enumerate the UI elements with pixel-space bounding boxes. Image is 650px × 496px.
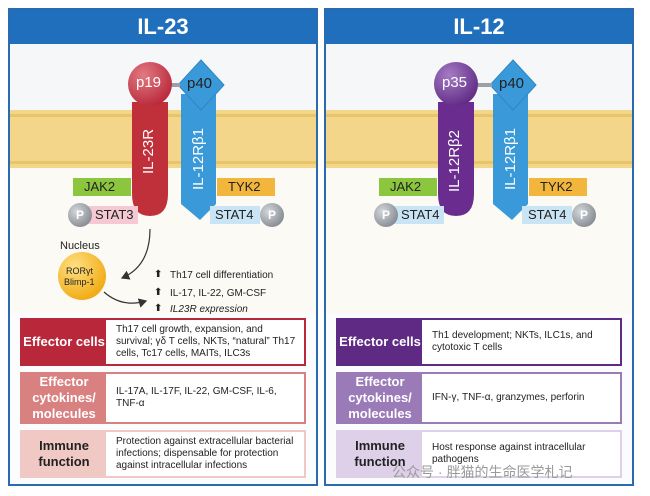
effector-cytokines-row: Effector cytokines/ molecules IFN-γ, TNF…	[336, 372, 622, 424]
tyk2-label: TYK2	[228, 179, 261, 194]
p19-label: p19	[136, 74, 162, 91]
up-arrow-1: ⬆	[154, 269, 163, 280]
stat4-left-box	[394, 206, 444, 224]
row-text: Host response against intracellular path…	[432, 432, 614, 476]
phospho-right	[260, 203, 284, 227]
row-text-content: Th1 development; NKTs, ILC1s, and cytoto…	[432, 330, 593, 353]
jak2-label: JAK2	[84, 179, 116, 194]
up-arrow-3: ⬆	[154, 303, 163, 314]
tyk2-box	[217, 178, 275, 196]
watermark: 公众号 · 胖猫的生命医学札记	[392, 464, 573, 480]
jak2-box	[73, 178, 131, 196]
p40-label: p40	[187, 75, 213, 92]
il12rb1-label: IL-12Rβ1	[502, 128, 519, 190]
immune-function-row: Immune function Protection against extra…	[20, 430, 306, 478]
jak2-box	[379, 178, 437, 196]
immune-function-row: Immune function Host response against in…	[336, 430, 622, 478]
p35-subunit	[434, 62, 478, 106]
il12rb1-chain	[493, 94, 528, 220]
stat4-right-label: STAT4	[528, 207, 567, 222]
row-label: Effector cytokines/ molecules	[22, 374, 106, 422]
jak2-label: JAK2	[390, 179, 422, 194]
p19-subunit	[128, 62, 172, 106]
phospho-left	[374, 203, 398, 227]
nucleus-label: Nucleus	[60, 240, 100, 252]
outcome-3: IL23R expression	[170, 304, 248, 315]
phospho-left-label: P	[76, 208, 85, 222]
row-text: IL-17A, IL-17F, IL-22, GM-CSF, IL-6, TNF…	[116, 374, 298, 422]
il23-panel: IL-23	[8, 8, 318, 486]
cell-membrane	[326, 110, 632, 168]
row-text: IFN-γ, TNF-α, granzymes, perforin	[432, 374, 614, 422]
row-label: Effector cytokines/ molecules	[338, 374, 422, 422]
stat3-box	[88, 206, 138, 224]
row-label: Effector cells	[22, 320, 106, 364]
effector-cells-row: Effector cells Th17 cell growth, expansi…	[20, 318, 306, 366]
effector-cytokines-row: Effector cytokines/ molecules IL-17A, IL…	[20, 372, 306, 424]
il23-receptor-diagram	[10, 44, 316, 314]
tyk2-box	[529, 178, 587, 196]
row-text-content: Protection against extracellular bacteri…	[116, 436, 294, 471]
il12rb2-label: IL-12Rβ2	[446, 130, 463, 192]
tyk2-label: TYK2	[540, 179, 573, 194]
phospho-left	[68, 203, 92, 227]
il23r-label: IL-23R	[140, 128, 157, 174]
row-text: Protection against extracellular bacteri…	[116, 432, 298, 476]
phospho-right-label: P	[580, 208, 589, 222]
il12rb1-chain	[181, 94, 216, 220]
stat4-box	[210, 206, 260, 224]
il23-scene: p19 p40 IL-23R IL-12Rβ1 JAK2 TYK2 STAT3 …	[10, 44, 316, 315]
arrow-to-outcomes	[103, 291, 148, 308]
nucleus-tf-sphere	[58, 252, 106, 300]
extracellular-space	[326, 44, 632, 110]
il12-panel-title: IL-12	[326, 10, 632, 44]
phospho-right-label: P	[268, 208, 277, 222]
row-text: Th1 development; NKTs, ILC1s, and cytoto…	[432, 320, 614, 364]
outcome-2: IL-17, IL-22, GM-CSF	[170, 288, 267, 299]
phospho-right	[572, 203, 596, 227]
up-arrow-2: ⬆	[154, 287, 163, 298]
il23r-chain	[132, 102, 168, 216]
il23-panel-title: IL-23	[10, 10, 316, 44]
il12-panel: IL-12 p35 p40 IL-12Rβ2 IL-1	[324, 8, 634, 486]
stat4-right-box	[522, 206, 572, 224]
p40-subunit	[177, 59, 225, 111]
tf-rorgt: RORγt	[66, 266, 93, 276]
arrow-to-nucleus	[120, 228, 151, 280]
row-text: Th17 cell growth, expansion, and surviva…	[116, 320, 298, 364]
p40-label: p40	[499, 75, 525, 92]
row-text-content: Host response against intracellular path…	[432, 442, 586, 465]
outcome-1: Th17 cell differentiation	[170, 270, 274, 281]
row-label: Immune function	[338, 432, 422, 476]
il12rb1-label: IL-12Rβ1	[190, 128, 207, 190]
row-text-content: IFN-γ, TNF-α, granzymes, perforin	[432, 392, 585, 403]
row-text-content: IL-17A, IL-17F, IL-22, GM-CSF, IL-6, TNF…	[116, 386, 277, 409]
stat4-label: STAT4	[215, 207, 254, 222]
il23r-gene: IL23R expression	[170, 304, 248, 315]
il12rb2-chain	[438, 102, 474, 216]
stat3-label: STAT3	[95, 207, 134, 222]
effector-cells-row: Effector cells Th1 development; NKTs, IL…	[336, 318, 622, 366]
p35-label: p35	[442, 74, 468, 91]
il12-receptor-diagram	[326, 44, 632, 314]
tf-blimp1: Blimp-1	[64, 277, 95, 287]
p40-subunit	[489, 59, 537, 111]
row-label: Immune function	[22, 432, 106, 476]
stat4-left-label: STAT4	[401, 207, 440, 222]
il12-scene: p35 p40 IL-12Rβ2 IL-12Rβ1 JAK2 TYK2 STAT…	[326, 44, 632, 314]
row-text-content: Th17 cell growth, expansion, and surviva…	[116, 324, 296, 359]
phospho-left-label: P	[382, 208, 391, 222]
row-label: Effector cells	[338, 320, 422, 364]
